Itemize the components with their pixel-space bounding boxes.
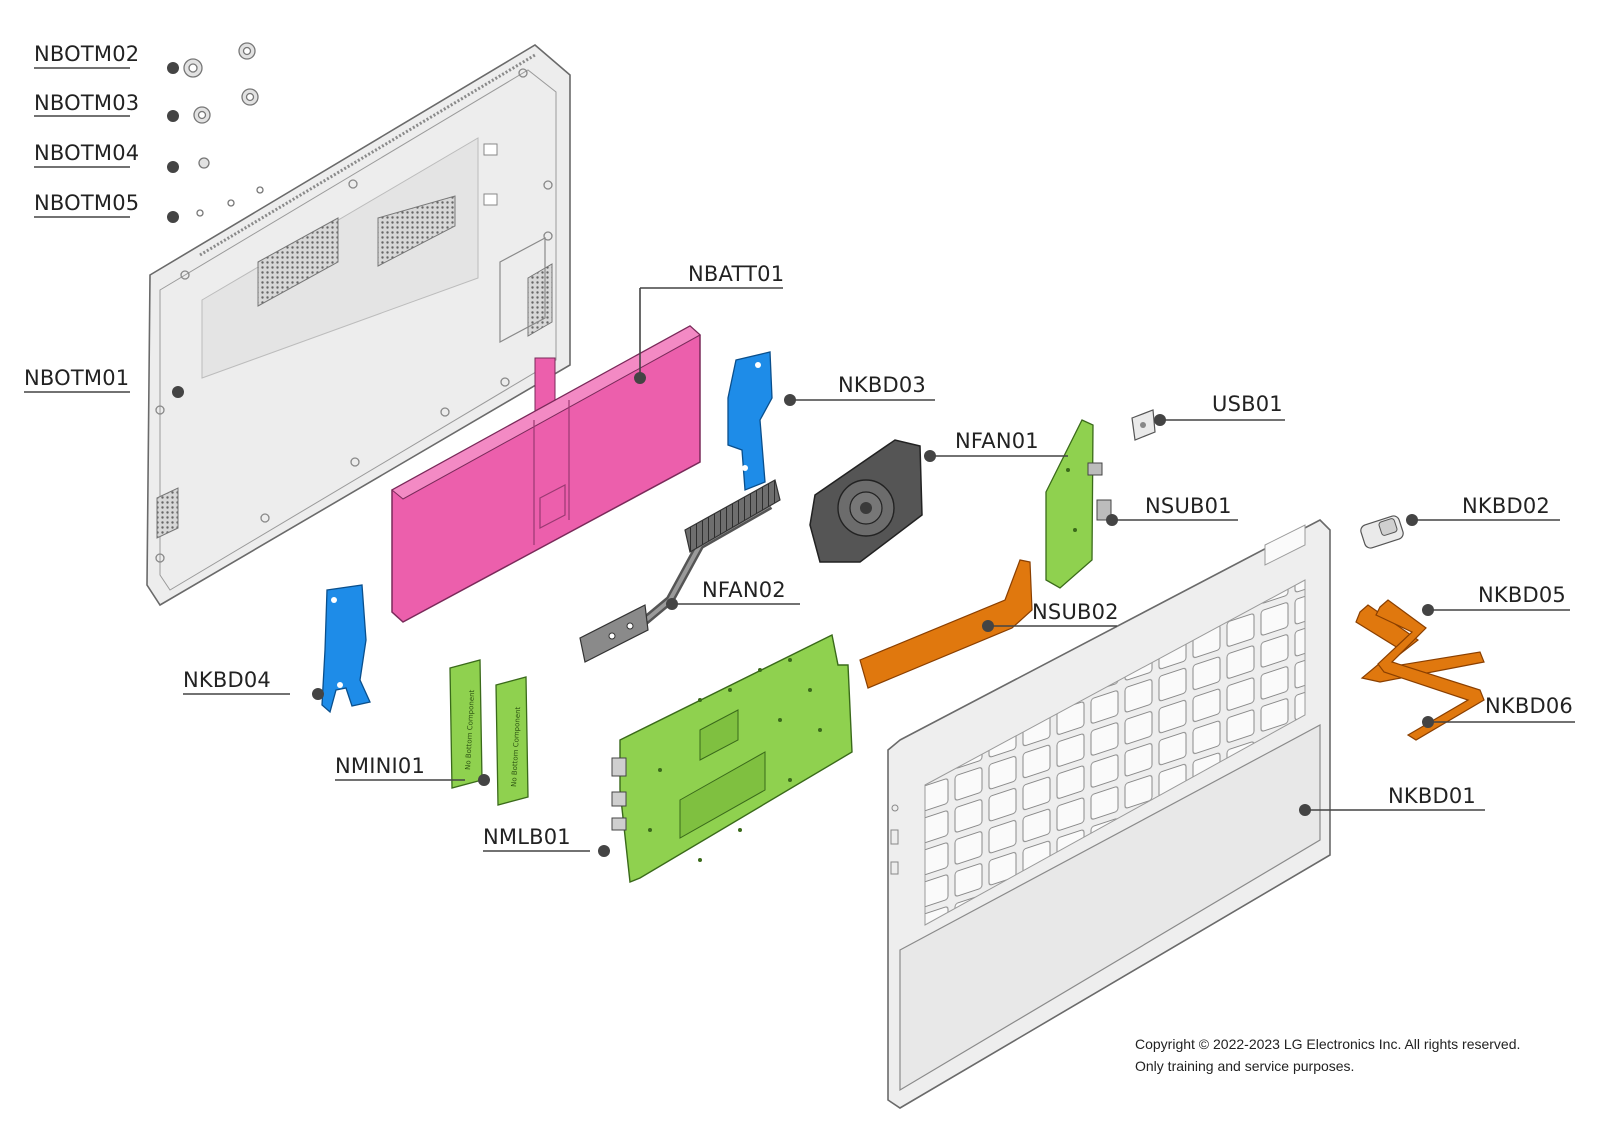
copyright-line-1: Copyright © 2022-2023 LG Electronics Inc… [1135, 1036, 1521, 1052]
leader-dot-nkbd02 [1406, 514, 1418, 526]
leader-dots [167, 62, 1434, 857]
main-board [611, 633, 853, 883]
label-nmini01: NMINI01 [335, 754, 426, 778]
fan [809, 439, 923, 563]
label-nsub01: NSUB01 [1145, 494, 1232, 518]
leader-dot-nkbd05 [1422, 604, 1434, 616]
leader-dot-nbotm03 [167, 110, 179, 122]
leader-dot-nsub02 [982, 620, 994, 632]
leader-dot-nfan01 [924, 450, 936, 462]
label-nkbd04: NKBD04 [183, 668, 271, 692]
label-nbotm05: NBOTM05 [34, 191, 140, 215]
label-nbotm04: NBOTM04 [34, 141, 140, 165]
label-nsub02: NSUB02 [1032, 600, 1119, 624]
leader-dot-nkbd06 [1422, 716, 1434, 728]
label-nkbd05: NKBD05 [1478, 583, 1566, 607]
label-nfan02: NFAN02 [702, 578, 786, 602]
bottom-case [146, 44, 571, 607]
leader-dot-nsub01 [1106, 514, 1118, 526]
leader-dot-nkbd04 [312, 688, 324, 700]
label-nfan01: NFAN01 [955, 429, 1039, 453]
label-nkbd06: NKBD06 [1485, 694, 1573, 718]
leader-dot-nbatt01 [634, 372, 646, 384]
leader-dot-nbotm02 [167, 62, 179, 74]
bracket-right [727, 351, 773, 491]
keyboard-fpc-cables [1355, 599, 1485, 741]
leader-dot-nbotm01 [172, 386, 184, 398]
leader-dot-usb01 [1154, 414, 1166, 426]
label-nbotm01: NBOTM01 [24, 366, 130, 390]
copyright-line-2: Only training and service purposes. [1135, 1058, 1355, 1074]
label-nkbd03: NKBD03 [838, 373, 926, 397]
leader-dot-nkbd01 [1299, 804, 1311, 816]
label-nmlb01: NMLB01 [483, 825, 571, 849]
battery [391, 325, 701, 623]
small-keyboard-part [1360, 515, 1404, 549]
leader-lines [24, 67, 1575, 852]
bracket-left [321, 584, 371, 714]
sub-fpc-cable [859, 559, 1033, 689]
leader-dot-nkbd03 [784, 394, 796, 406]
leader-dot-nmini01 [478, 774, 490, 786]
label-usb01: USB01 [1212, 392, 1283, 416]
leader-dot-nbotm05 [167, 211, 179, 223]
ssd-modules: No Bottom Component No Bottom Component [449, 659, 529, 806]
label-nbotm03: NBOTM03 [34, 91, 140, 115]
label-nkbd01: NKBD01 [1388, 784, 1476, 808]
leader-dot-nmlb01 [598, 845, 610, 857]
top-case-keyboard [887, 519, 1331, 1109]
usb-part [1131, 409, 1156, 441]
label-nbatt01: NBATT01 [688, 262, 785, 286]
sub-board [1045, 419, 1112, 589]
label-nbotm02: NBOTM02 [34, 42, 140, 66]
label-nkbd02: NKBD02 [1462, 494, 1550, 518]
screw-parts [183, 42, 264, 217]
leader-dot-nbotm04 [167, 161, 179, 173]
leader-dot-nfan02 [666, 598, 678, 610]
